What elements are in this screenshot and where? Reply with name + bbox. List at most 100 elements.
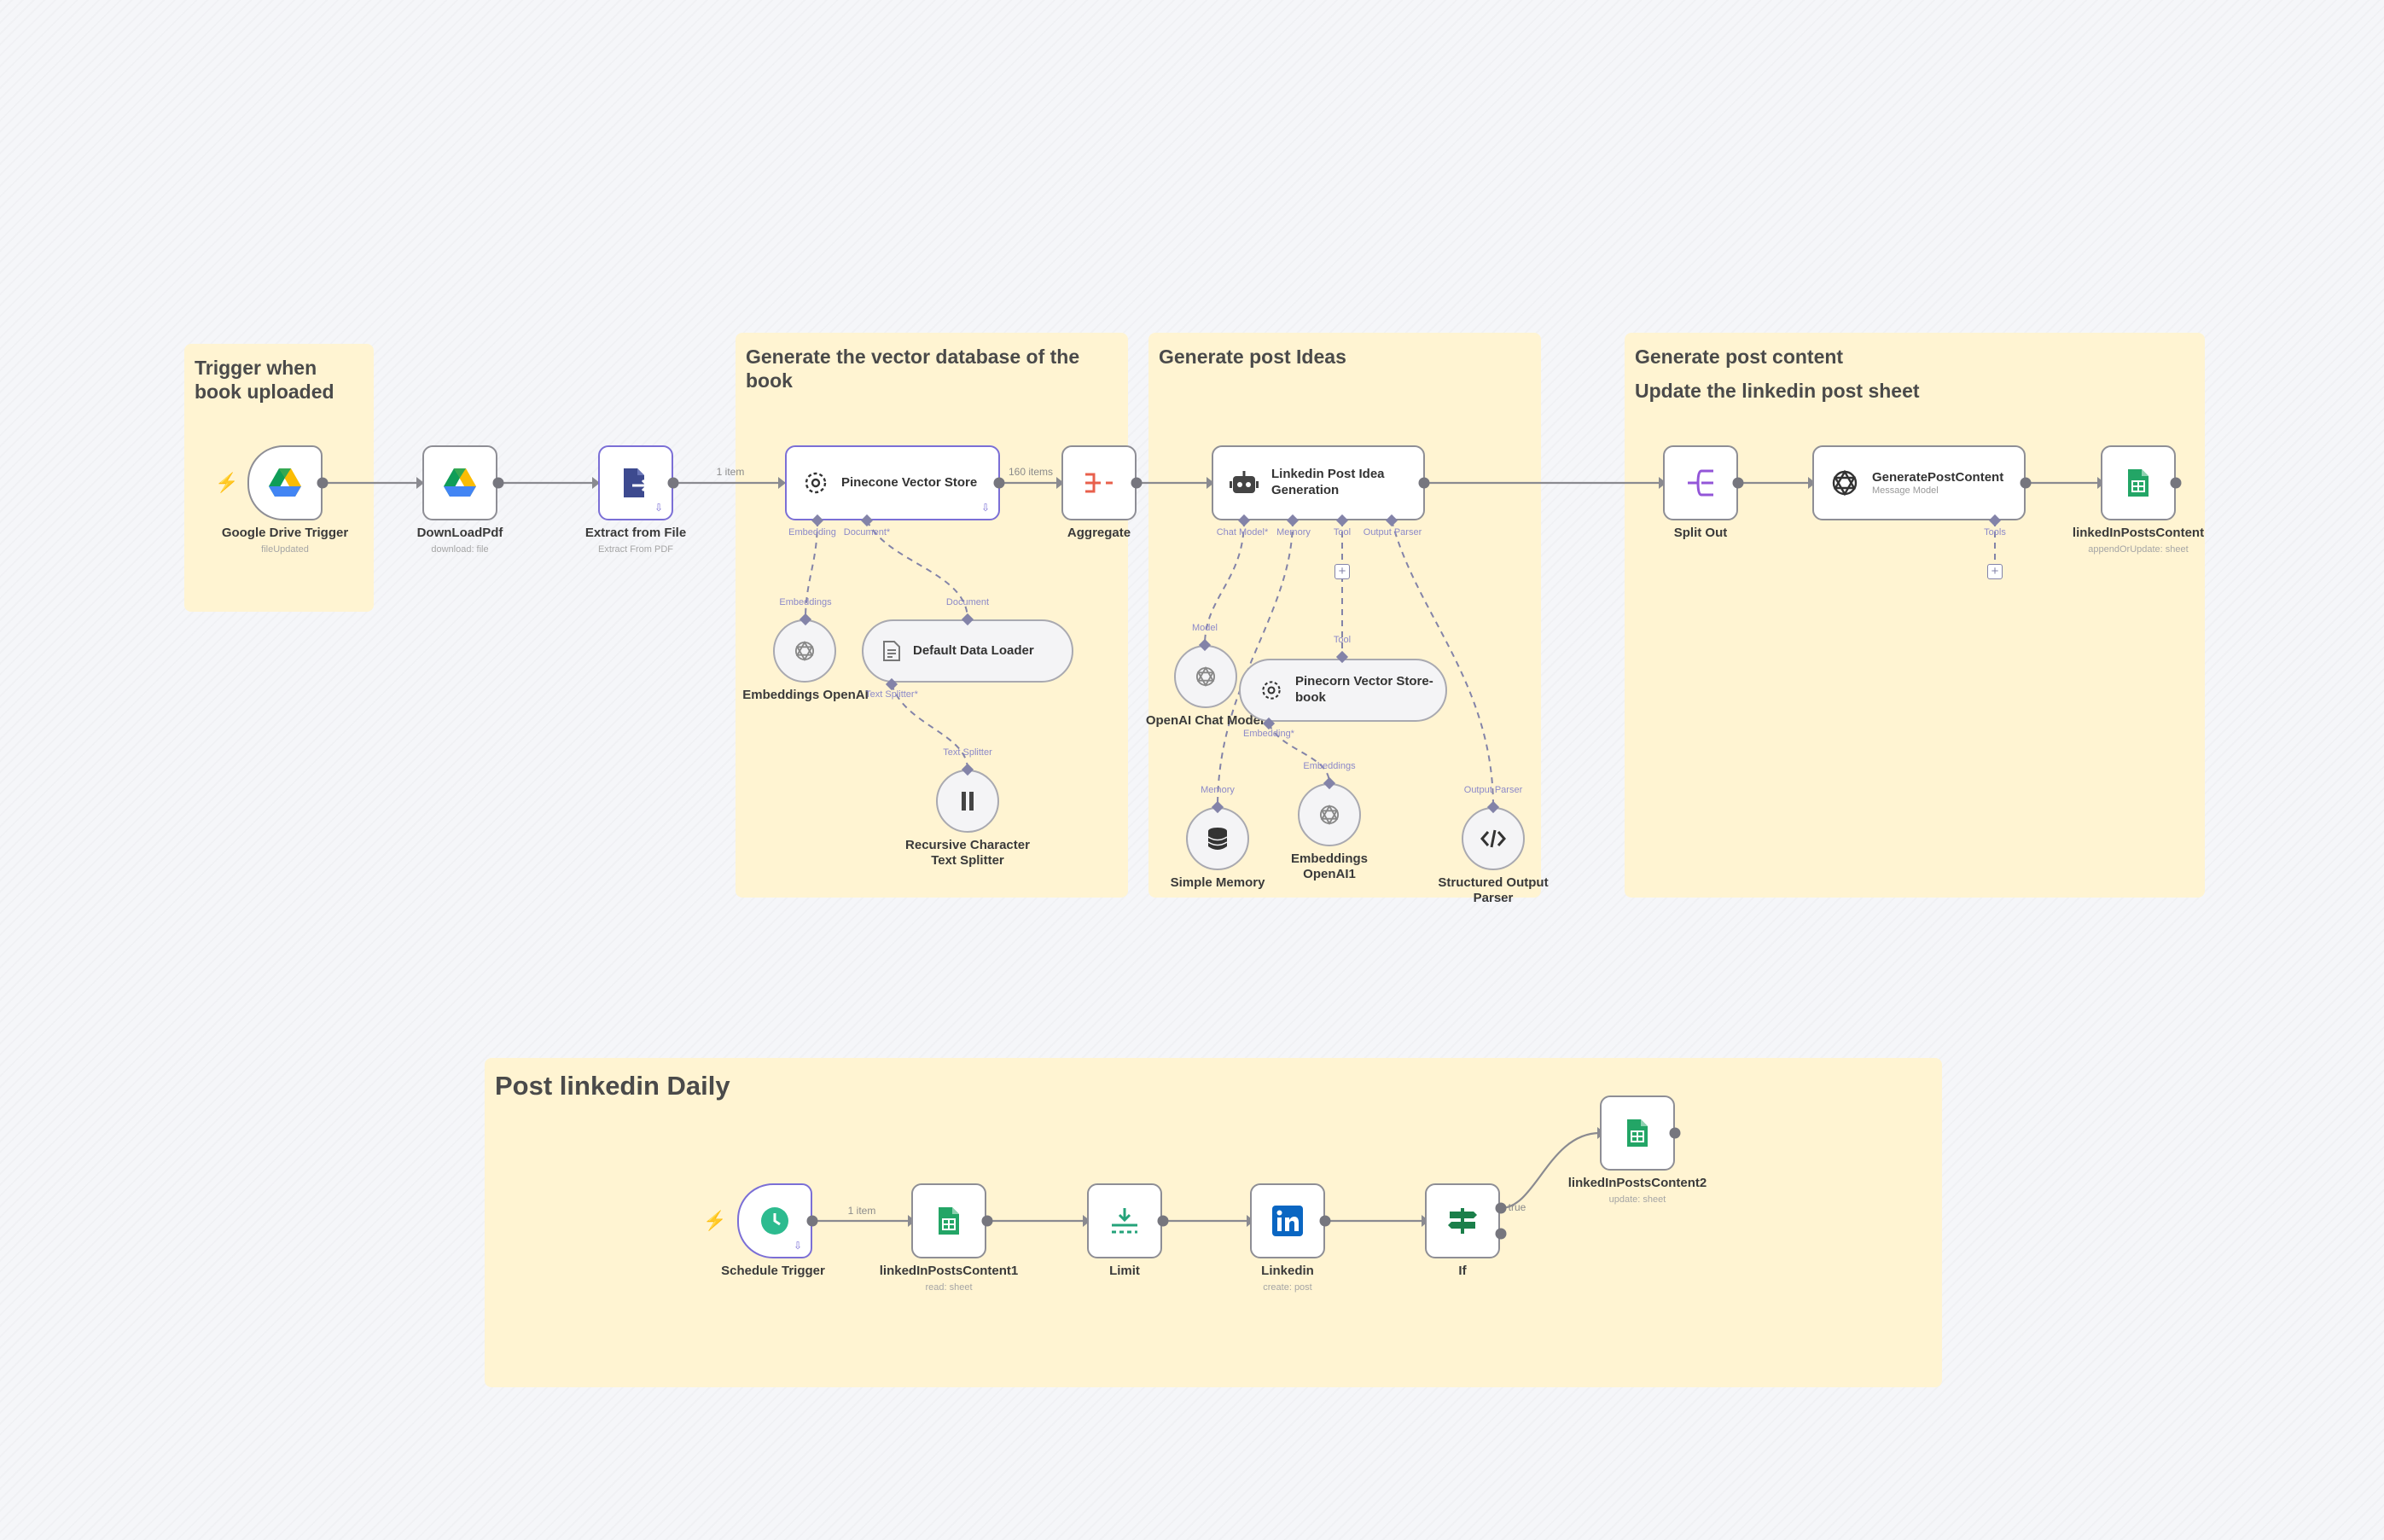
output-port[interactable]: [317, 477, 329, 489]
node-label: linkedInPostsContent2 update: sheet: [1567, 1176, 1707, 1206]
sub-port-label: Tool: [1333, 527, 1352, 538]
node-default-data-loader[interactable]: Default Data Loader: [862, 619, 1073, 683]
clock-icon: [759, 1206, 790, 1236]
node-if[interactable]: [1425, 1183, 1500, 1258]
node-label: Embeddings OpenAI: [742, 688, 869, 702]
node-openai-chat-model[interactable]: [1174, 645, 1237, 708]
sub-port-label: Embeddings: [779, 597, 832, 607]
node-download-pdf[interactable]: [422, 445, 497, 520]
output-port[interactable]: [1418, 477, 1430, 489]
openai-icon: [1317, 803, 1341, 827]
node-label: Linkedin create: post: [1261, 1264, 1314, 1293]
node-linkedin-posts-content1[interactable]: [911, 1183, 986, 1258]
code-icon: [1480, 828, 1506, 849]
output-port[interactable]: [1157, 1215, 1169, 1227]
output-port[interactable]: [1319, 1215, 1331, 1227]
pinecone-icon: [802, 469, 829, 497]
node-label: Extract from File Extract From PDF: [584, 526, 687, 555]
output-port[interactable]: [2170, 477, 2182, 489]
node-title: Pinecorn Vector Store-book: [1295, 674, 1433, 705]
output-port[interactable]: [981, 1215, 993, 1227]
trigger-bolt-icon: ⚡: [215, 472, 239, 493]
arrowhead: [1056, 477, 1064, 489]
output-port[interactable]: [2020, 477, 2032, 489]
openai-icon: [1829, 468, 1860, 498]
node-linkedin-post-idea-generation[interactable]: Linkedin Post Idea Generation: [1212, 445, 1425, 520]
arrowhead: [1207, 477, 1214, 489]
sub-port-label: Text Splitter: [943, 747, 992, 758]
node-linkedin-posts-content2[interactable]: [1600, 1095, 1675, 1171]
add-tool-button[interactable]: +: [1334, 564, 1350, 579]
output-port[interactable]: [1669, 1127, 1681, 1139]
sticky-post-ideas-title: Generate post Ideas: [1159, 346, 1346, 368]
edge-label-items: 1 item: [716, 466, 745, 478]
arrowhead: [1083, 1215, 1090, 1227]
arrowhead: [592, 477, 600, 489]
node-label: Structured Output Parser: [1438, 875, 1549, 906]
node-embeddings-openai1[interactable]: [1298, 783, 1361, 846]
output-port[interactable]: [993, 477, 1005, 489]
arrowhead: [1808, 477, 1816, 489]
sticky-trigger[interactable]: Trigger when book uploaded: [184, 344, 374, 612]
node-pinecorn-vector-store-book[interactable]: Pinecorn Vector Store-book: [1239, 659, 1447, 722]
sub-port-label: Text Splitter*: [865, 689, 918, 700]
document-icon: [882, 640, 901, 662]
node-subtitle: Message Model: [1872, 485, 1939, 497]
split-out-icon: [1684, 468, 1717, 498]
output-port[interactable]: [1732, 477, 1744, 489]
sticky-post-content[interactable]: Generate post content Update the linkedi…: [1625, 333, 2205, 898]
node-linkedin[interactable]: [1250, 1183, 1325, 1258]
output-port[interactable]: [667, 477, 679, 489]
node-recursive-text-splitter[interactable]: [936, 770, 999, 833]
sub-port-label: Memory: [1276, 527, 1311, 538]
pin-icon: ⇩: [980, 502, 990, 514]
node-extract-from-file[interactable]: ⇩: [598, 445, 673, 520]
output-port[interactable]: [492, 477, 504, 489]
sticky-vector-db[interactable]: Generate the vector database of the book: [736, 333, 1128, 898]
edge-label-items: 160 items: [1008, 466, 1054, 478]
linkedin-icon: [1271, 1205, 1304, 1237]
node-schedule-trigger[interactable]: ⇩: [737, 1183, 812, 1258]
node-limit[interactable]: [1087, 1183, 1162, 1258]
node-google-drive-trigger[interactable]: [247, 445, 323, 520]
google-drive-icon: [443, 468, 477, 498]
arrowhead: [778, 477, 786, 489]
node-split-out[interactable]: [1663, 445, 1738, 520]
node-simple-memory[interactable]: [1186, 807, 1249, 870]
node-linkedin-posts-content[interactable]: [2101, 445, 2176, 520]
output-port-false[interactable]: [1495, 1228, 1507, 1240]
node-aggregate[interactable]: [1061, 445, 1137, 520]
arrowhead: [1659, 477, 1666, 489]
sub-port-label: Output Parser: [1463, 785, 1523, 795]
sub-port-label: Embedding*: [1243, 729, 1294, 739]
node-title: GeneratePostContent: [1872, 469, 2004, 485]
node-title: Default Data Loader: [913, 642, 1034, 658]
node-generate-post-content[interactable]: GeneratePostContent Message Model: [1812, 445, 2026, 520]
sub-port-label: Embeddings: [1303, 761, 1356, 771]
sticky-trigger-title: Trigger when book uploaded: [195, 357, 334, 404]
sub-port-label: Output Parser: [1363, 527, 1422, 538]
output-port-true[interactable]: [1495, 1202, 1507, 1214]
sticky-post-content-subtitle: Update the linkedin post sheet: [1635, 380, 1920, 403]
edge-label-items: 1 item: [847, 1205, 876, 1217]
node-label: Recursive Character Text Splitter: [905, 838, 1030, 869]
node-pinecone-vector-store[interactable]: Pinecone Vector Store ⇩: [785, 445, 1000, 520]
node-embeddings-openai[interactable]: [773, 619, 836, 683]
google-sheets-icon: [937, 1206, 961, 1236]
sticky-post-daily-title: Post linkedin Daily: [495, 1071, 730, 1101]
aggregate-icon: [1082, 469, 1116, 497]
output-port[interactable]: [1131, 477, 1143, 489]
pin-icon: ⇩: [654, 502, 663, 514]
node-label: linkedInPostsContent appendOrUpdate: she…: [2072, 526, 2205, 555]
sub-port-label: Document: [945, 597, 990, 607]
node-structured-output-parser[interactable]: [1462, 807, 1525, 870]
output-port[interactable]: [806, 1215, 818, 1227]
sub-port-label: Model: [1192, 623, 1218, 633]
sub-port-label: Embedding: [788, 527, 836, 538]
sticky-post-daily[interactable]: Post linkedin Daily: [485, 1058, 1942, 1387]
node-label: Split Out: [1673, 526, 1728, 540]
node-label: Schedule Trigger: [721, 1264, 825, 1278]
add-tool-button[interactable]: +: [1987, 564, 2003, 579]
node-title: Pinecone Vector Store: [841, 474, 978, 490]
